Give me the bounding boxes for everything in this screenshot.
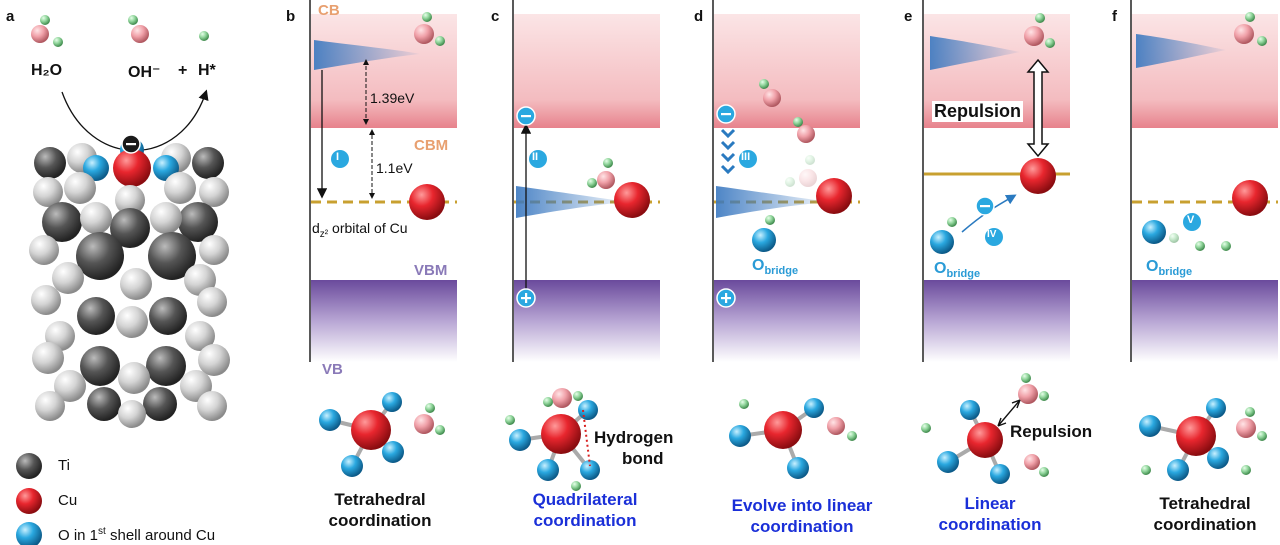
o-bridge-label-d: Obridge (752, 257, 799, 278)
panel-label-f: f (1112, 8, 1117, 25)
o-bridge-atom (930, 230, 954, 254)
repulsion-double-arrow (1026, 58, 1050, 158)
step-i-label: I (336, 151, 340, 163)
legend-ti-icon (16, 453, 42, 479)
linear-cluster-icon (921, 373, 1049, 484)
water-molecule-icon (1234, 12, 1267, 46)
panel-label-d: d (694, 8, 704, 25)
panel-b-diagram (309, 0, 457, 477)
step-badge-ii (529, 150, 547, 168)
panel-d-diagram (712, 0, 860, 479)
cu-atom (614, 182, 650, 218)
step-iii-label: III (741, 151, 751, 163)
panel-label-a: a (6, 8, 15, 25)
hydroxide-molecule-icon (128, 15, 149, 43)
legend-o-label: O in 1st shell around Cu (58, 526, 216, 544)
o-bridge-label-f: Obridge (1146, 258, 1193, 279)
quadrilateral-cluster-icon (505, 388, 600, 491)
panel-c-diagram (505, 0, 660, 491)
panel-a-nanowire (16, 15, 230, 545)
cb-label: CB (318, 2, 340, 19)
legend-cu-label: Cu (58, 492, 78, 509)
water-molecule-icon (759, 79, 781, 107)
water-molecule-icon (1024, 13, 1055, 48)
plus-label: + (178, 62, 188, 79)
cbm-label: CBM (414, 137, 449, 154)
gap-1-39ev: 1.39eV (370, 90, 415, 106)
o-bridge-label-e: Obridge (934, 260, 981, 281)
o-bridge-atom (752, 228, 776, 252)
step-iv-label: IV (987, 229, 997, 240)
tetrahedral-cluster-icon (319, 392, 445, 477)
evolving-cluster-icon (729, 398, 857, 479)
legend-o-icon (16, 522, 42, 545)
step-badge-iii (739, 150, 757, 168)
panel-e-diagram (921, 0, 1070, 484)
step-v-label: V (1187, 214, 1195, 226)
hydrogen-atom-icon (199, 31, 209, 41)
nanowire-atoms (29, 138, 230, 428)
panel-label-b: b (286, 8, 296, 25)
water-molecule-icon (414, 12, 445, 46)
chevron-down-icon (720, 128, 736, 175)
step-badge-i (331, 150, 349, 168)
o-bridge-atom (1142, 220, 1166, 244)
step-ii-label: II (532, 151, 539, 163)
cu-atom (409, 184, 445, 220)
legend-ti-label: Ti (58, 457, 70, 474)
cu-atom (1232, 180, 1268, 216)
step-badge-iv (985, 228, 1003, 246)
tetrahedral-cluster-icon (1139, 398, 1267, 481)
oh-label: OH⁻ (128, 64, 161, 81)
vbm-label: VBM (414, 262, 448, 279)
step-badge-v (1183, 213, 1201, 231)
cu-atom (1020, 158, 1056, 194)
hydroxide-molecule-icon (793, 117, 815, 143)
h2o-label: H₂O (31, 62, 63, 79)
vb-label: VB (322, 361, 343, 378)
water-molecule-icon (31, 15, 63, 47)
hstar-label: H* (198, 62, 216, 79)
repulsion-label-top: Repulsion (932, 101, 1024, 122)
panel-label-e: e (904, 8, 913, 25)
panel-f-diagram (1130, 0, 1278, 481)
water-molecule-icon (587, 158, 615, 189)
legend-cu-icon (16, 488, 42, 514)
cu-atom-surface (113, 149, 151, 187)
repulsion-label-bottom: Repulsion (1010, 422, 1093, 441)
cu-atom (816, 178, 852, 214)
gap-1-1ev: 1.1eV (376, 160, 413, 176)
panel-label-c: c (491, 8, 500, 25)
dz2-orbital-label: dz² orbital of Cu (312, 220, 408, 240)
